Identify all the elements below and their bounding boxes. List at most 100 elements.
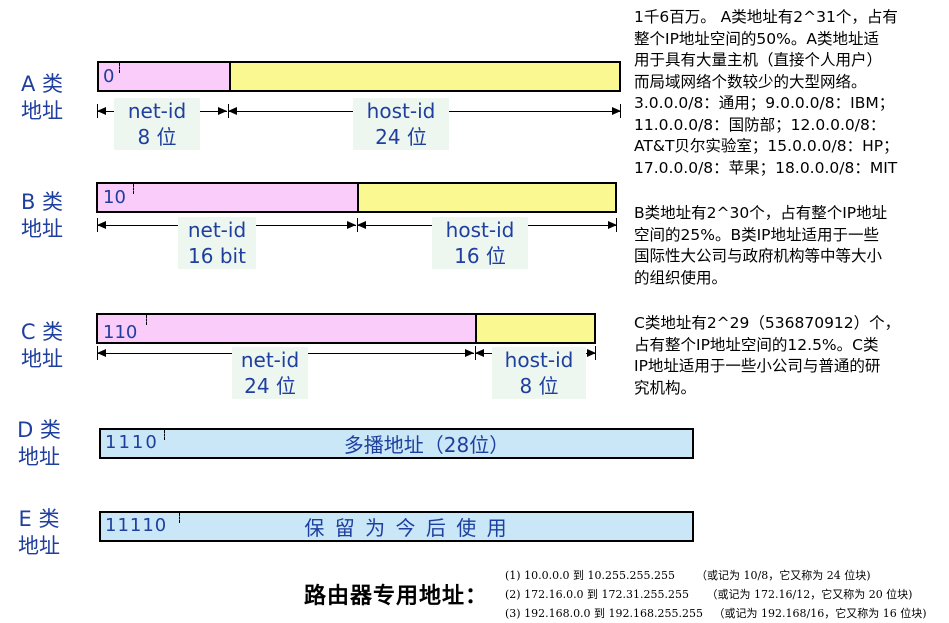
arrow-right-icon	[612, 107, 621, 115]
class-d-label-line1: D 类	[17, 418, 61, 442]
class-a-net-segment	[99, 63, 229, 90]
note-line: 国际性大公司与政府机构等中等大小	[634, 247, 883, 265]
note-line: IP地址适用于一些小公司与普通的研	[634, 357, 881, 375]
note-line: C类地址有2^29（536870912）个，	[634, 314, 901, 332]
router-range-item: (2) 172.16.0.0 到 172.31.255.255 （或记为 172…	[505, 588, 913, 601]
class-e-prefix-bits: 11110	[105, 515, 168, 536]
dimension-tick	[228, 104, 229, 118]
class-b-prefix-divider	[133, 184, 134, 194]
class-e-label: E 类 地址	[10, 506, 68, 560]
router-private-list: (1) 10.0.0.0 到 10.255.255.255 （或记为 10/8，…	[505, 566, 926, 623]
class-a-prefix-divider	[119, 63, 120, 73]
class-c-note: C类地址有2^29（536870912）个， 占有整个IP地址空间的12.5%。…	[634, 313, 900, 399]
class-e-label-line1: E 类	[18, 507, 60, 531]
class-a-host-field: host-id 24 位	[353, 98, 449, 150]
class-a-note: 1千6百万。 A类地址有2^31个，占有 整个IP地址空间的50%。A类地址适 …	[634, 7, 899, 179]
note-line: 11.0.0.0/8：国防部；12.0.0.0/8：	[634, 115, 886, 134]
arrow-right-icon	[608, 221, 617, 229]
class-c-label-line2: 地址	[21, 347, 63, 371]
class-c-prefix-divider	[146, 315, 147, 325]
note-line: 而局域网络个数较少的大型网络。	[634, 72, 867, 91]
class-b-note: B类地址有2^30个，占有整个IP地址 空间的25%。B类IP地址适用于一些 国…	[634, 203, 887, 289]
class-b-label: B 类 地址	[13, 189, 71, 243]
class-c-net-field: net-id 24 位	[232, 347, 308, 399]
note-line: 空间的25%。B类IP地址适用于一些	[634, 225, 880, 244]
note-line: 究机构。	[634, 378, 697, 397]
dimension-tick	[475, 346, 476, 360]
dimension-tick	[616, 218, 617, 232]
arrow-right-icon	[587, 349, 596, 357]
class-b-label-line2: 地址	[21, 217, 63, 241]
router-private-title: 路由器专用地址：	[304, 584, 489, 609]
class-a-bar: 0	[97, 61, 621, 92]
class-c-label-line1: C 类	[20, 320, 64, 344]
class-b-net-size: 16 bit	[188, 244, 246, 268]
router-range-item: (1) 10.0.0.0 到 10.255.255.255 （或记为 10/8，…	[505, 569, 871, 582]
class-a-net-name: net-id	[127, 99, 187, 123]
class-d-bar: 1110 多播地址（28位）	[99, 428, 694, 459]
note-line: B类地址有2^30个，占有整个IP地址	[634, 204, 888, 222]
class-d-content: 多播地址（28位）	[343, 433, 510, 457]
note-line: 占有整个IP地址空间的12.5%。C类	[634, 335, 879, 354]
dimension-tick	[620, 104, 621, 118]
class-b-prefix-bits: 10	[103, 187, 126, 208]
dimension-tick	[357, 218, 358, 232]
class-c-prefix-bits: 110	[103, 322, 138, 343]
class-c-bar: 110	[96, 313, 596, 344]
class-d-label-line2: 地址	[18, 445, 60, 469]
arrow-left-icon	[97, 349, 106, 357]
dimension-tick	[595, 346, 596, 360]
class-b-host-segment	[357, 184, 615, 211]
arrow-left-icon	[97, 221, 106, 229]
arrow-left-icon	[357, 221, 366, 229]
class-a-host-size: 24 位	[375, 125, 427, 149]
class-b-net-name: net-id	[187, 218, 247, 242]
class-e-prefix-divider	[179, 513, 180, 523]
class-b-net-field: net-id 16 bit	[178, 217, 256, 269]
dimension-tick	[97, 346, 98, 360]
class-e-label-line2: 地址	[18, 534, 60, 558]
arrow-right-icon	[218, 107, 227, 115]
class-c-host-segment	[475, 315, 594, 342]
class-a-prefix-bits: 0	[103, 66, 115, 87]
class-a-net-size: 8 位	[137, 125, 177, 149]
class-c-host-field: host-id 8 位	[492, 347, 586, 399]
dimension-tick	[97, 104, 98, 118]
class-d-label: D 类 地址	[10, 417, 68, 471]
class-b-net-segment	[98, 184, 357, 211]
note-line: 17.0.0.0/8：苹果；18.0.0.0/8：MIT	[634, 158, 898, 177]
class-e-content: 保 留 为 今 后 使 用	[304, 516, 509, 540]
class-a-label-line2: 地址	[21, 99, 63, 123]
class-b-label-line1: B 类	[20, 190, 64, 214]
class-d-prefix-bits: 1110	[105, 432, 159, 453]
class-b-bar: 10	[96, 182, 617, 213]
arrow-right-icon	[465, 349, 474, 357]
arrow-left-icon	[228, 107, 237, 115]
class-c-host-size: 8 位	[519, 374, 559, 398]
class-d-prefix-divider	[164, 430, 165, 440]
router-range-item: (3) 192.168.0.0 到 192.168.255.255 （或记为 1…	[505, 607, 927, 620]
class-c-host-name: host-id	[504, 348, 574, 372]
note-line: 用于具有大量主机（直接个人用户）	[634, 51, 883, 69]
arrow-right-icon	[347, 221, 356, 229]
class-b-host-size: 16 位	[454, 244, 506, 268]
note-line: AT&T贝尔实验室；15.0.0.0/8：HP；	[634, 137, 899, 155]
class-a-host-name: host-id	[366, 99, 436, 123]
class-c-net-size: 24 位	[244, 374, 296, 398]
class-b-host-name: host-id	[445, 218, 515, 242]
class-c-label: C 类 地址	[13, 319, 71, 373]
class-a-label: A 类 地址	[13, 71, 71, 125]
arrow-left-icon	[97, 107, 106, 115]
class-a-net-field: net-id 8 位	[114, 98, 200, 150]
class-e-bar: 11110 保 留 为 今 后 使 用	[99, 511, 694, 542]
dimension-tick	[97, 218, 98, 232]
class-b-host-field: host-id 16 位	[432, 217, 528, 269]
note-line: 整个IP地址空间的50%。A类地址适	[634, 29, 879, 48]
class-a-host-segment	[229, 63, 619, 90]
class-a-label-line1: A 类	[20, 72, 64, 96]
note-line: 3.0.0.0/8：通用；9.0.0.0/8：IBM；	[634, 94, 895, 112]
arrow-left-icon	[475, 349, 484, 357]
note-line: 1千6百万。 A类地址有2^31个，占有	[634, 8, 898, 26]
class-c-net-name: net-id	[240, 348, 300, 372]
class-c-net-segment	[98, 315, 475, 342]
